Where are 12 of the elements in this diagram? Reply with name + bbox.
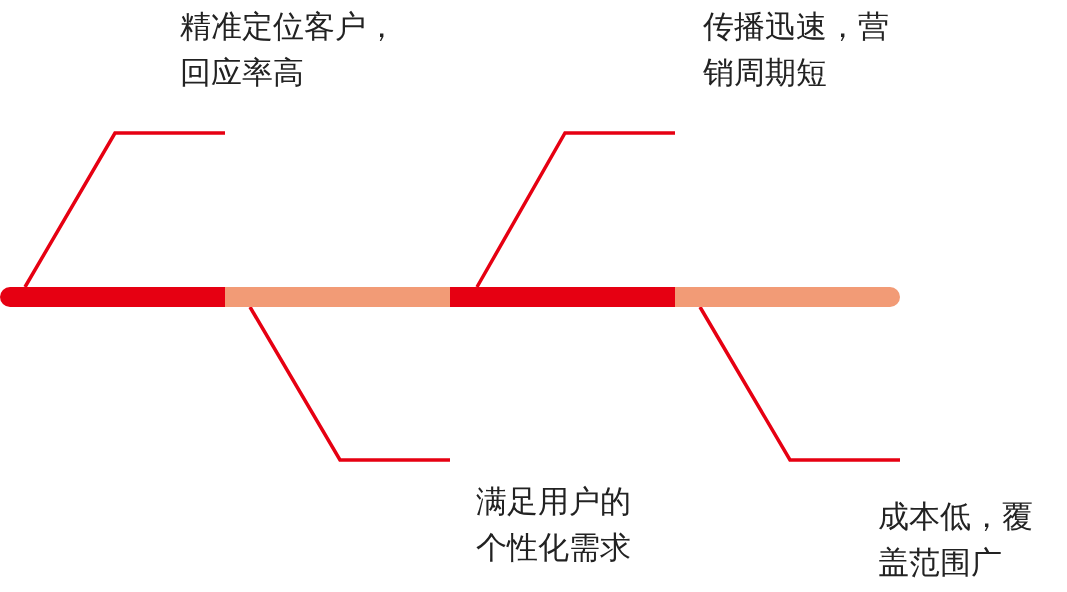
callout-text: 满足用户的个性化需求 — [476, 482, 632, 567]
leader-line — [248, 306, 450, 462]
callout-text: 精准定位客户，回应率高 — [180, 7, 398, 92]
timeline-bar-segment — [0, 287, 225, 307]
leader-line — [475, 131, 675, 288]
timeline-bar-segment — [225, 287, 450, 307]
timeline-bar-segment — [675, 287, 900, 307]
callout-text: 成本低，覆盖范围广 — [878, 497, 1034, 582]
timeline-bar-segment — [450, 287, 675, 307]
leader-line — [698, 306, 900, 462]
leader-line — [23, 131, 225, 288]
callout-text: 传播迅速，营销周期短 — [703, 7, 890, 92]
